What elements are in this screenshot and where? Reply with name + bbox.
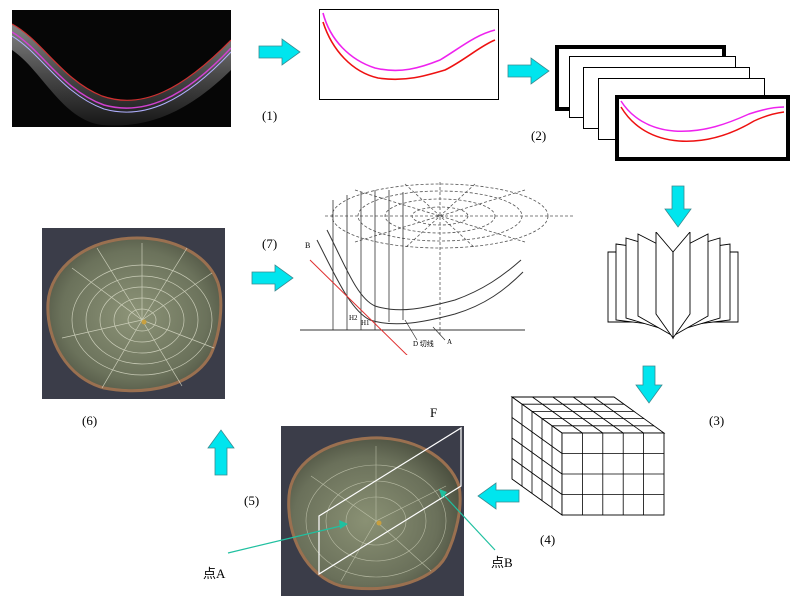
arrow-up-icon bbox=[207, 429, 235, 476]
step-6-label: (6) bbox=[82, 413, 98, 428]
plane-f-label: F bbox=[430, 405, 438, 420]
step-4-label: (4) bbox=[540, 532, 556, 547]
surface-with-plane-render bbox=[281, 426, 464, 596]
step-7-label: (7) bbox=[262, 236, 278, 251]
slice-front-frame bbox=[615, 95, 790, 161]
step-2-label: (2) bbox=[531, 128, 547, 143]
voxel-grid-cube bbox=[510, 396, 666, 516]
label-a: A bbox=[447, 338, 452, 346]
oct-scan-layers bbox=[11, 23, 232, 126]
slice-stack bbox=[555, 45, 790, 165]
label-h1: H1 bbox=[361, 319, 370, 327]
step-1-label: (1) bbox=[262, 108, 278, 123]
arrow-right-icon bbox=[507, 57, 550, 85]
step-3-label: (3) bbox=[709, 413, 725, 428]
arrow-right-icon bbox=[251, 264, 294, 292]
oct-scan-image bbox=[11, 10, 232, 127]
arrow-right-icon bbox=[258, 38, 301, 66]
arrow-down-icon bbox=[635, 365, 663, 404]
point-b-label: 点B bbox=[491, 555, 513, 570]
label-d: D 切线 bbox=[413, 339, 434, 348]
radial-planes-diagram bbox=[607, 232, 739, 340]
measurement-geometry-diagram: B H1 H2 D 切线 A bbox=[300, 182, 575, 355]
point-a-label: 点A bbox=[203, 566, 226, 581]
label-b: B bbox=[305, 241, 310, 250]
arrow-left-icon bbox=[477, 482, 520, 510]
step-5-label: (5) bbox=[244, 493, 260, 508]
label-h2: H2 bbox=[349, 314, 358, 322]
arrow-down-icon bbox=[664, 185, 692, 228]
surface-render bbox=[42, 228, 225, 399]
segmented-curve-panel bbox=[319, 9, 499, 100]
